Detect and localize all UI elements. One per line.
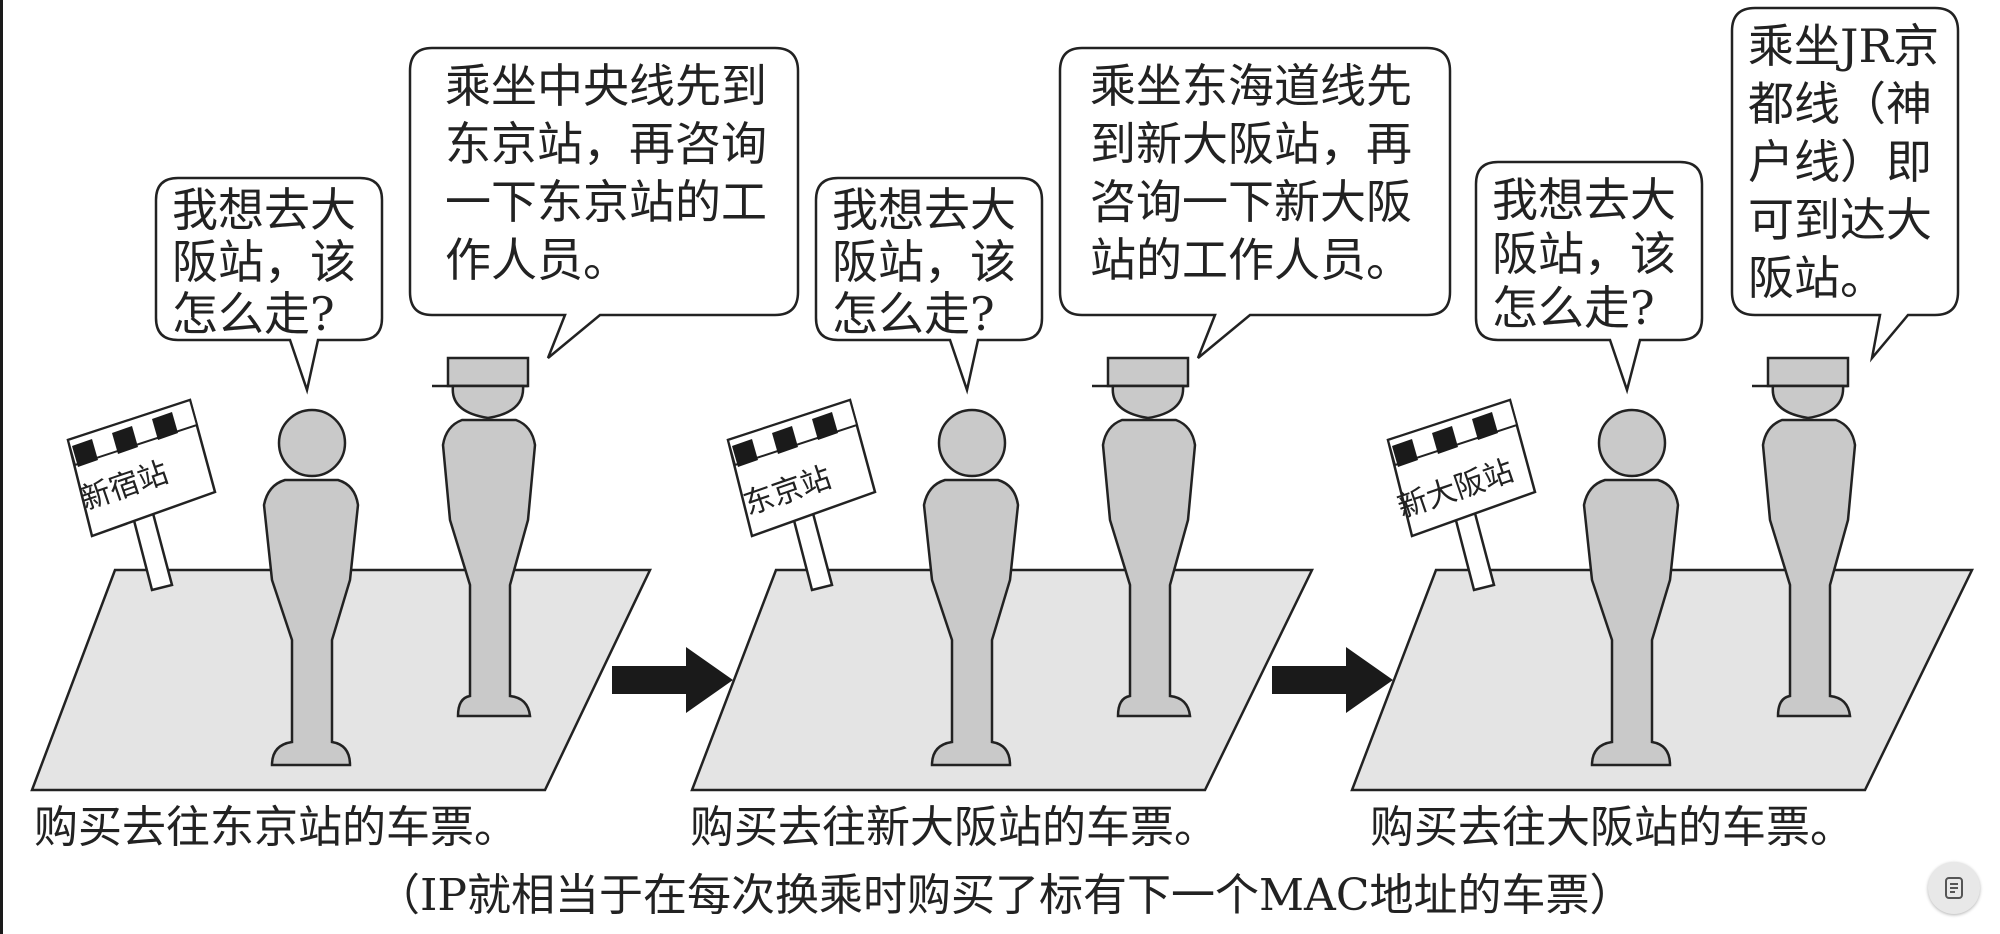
traveler-speech-3-line-3: 怎么走?: [1492, 281, 1655, 335]
right-arrow-icon: [1272, 647, 1393, 713]
staff-speech-3-line-5: 阪站。: [1748, 251, 1886, 305]
traveler-speech-2-line-3: 怎么走?: [832, 287, 995, 341]
scene-1: 新宿站 我想去大 阪站，该 怎么走? 乘坐中央线先到 东京站，再咨询 一下东京站…: [30, 46, 800, 853]
staff-speech-bubble-3: 乘坐JR京 都线（神 户线）即 可到达大 阪站。: [1730, 6, 1960, 363]
staff-speech-bubble-1: 乘坐中央线先到 东京站，再咨询 一下东京站的工 作人员。: [408, 46, 800, 359]
staff-speech-2-line-2: 到新大阪站，再: [1090, 117, 1412, 171]
traveler-figure-1: [262, 408, 360, 767]
staff-speech-2-line-3: 咨询一下新大阪: [1090, 175, 1412, 229]
traveler-figure-3: [1582, 408, 1680, 767]
caption-2: 购买去往新大阪站的车票。: [690, 802, 1218, 853]
document-menu-icon: [1945, 877, 1963, 899]
traveler-speech-bubble-1: 我想去大 阪站，该 怎么走?: [154, 176, 384, 395]
station-sign-2: 东京站: [726, 398, 877, 592]
staff-speech-3-line-1: 乘坐JR京: [1748, 19, 1939, 73]
caption-1: 购买去往东京站的车票。: [34, 802, 518, 853]
staff-speech-1-line-3: 一下东京站的工: [445, 175, 767, 229]
traveler-speech-3-line-1: 我想去大: [1492, 173, 1676, 227]
staff-speech-2-line-4: 站的工作人员。: [1090, 233, 1412, 287]
staff-speech-1-line-4: 作人员。: [445, 233, 629, 287]
staff-figure-2: [1092, 356, 1197, 718]
staff-speech-3-line-4: 可到达大: [1748, 193, 1932, 247]
station-sign-1: 新宿站: [66, 398, 217, 592]
staff-speech-1-line-1: 乘坐中央线先到: [445, 59, 767, 113]
traveler-speech-3-line-2: 阪站，该: [1492, 227, 1676, 281]
staff-speech-bubble-2: 乘坐东海道线先 到新大阪站，再 咨询一下新大阪 站的工作人员。: [1058, 46, 1452, 359]
staff-figure-1: [432, 356, 537, 718]
right-arrow-icon: [612, 647, 733, 713]
traveler-speech-1-line-2: 阪站，该: [172, 235, 356, 289]
scene-3: 新大阪站 我想去大 阪站，该 怎么走? 乘坐JR京 都线（神 户线）即 可到达大…: [1350, 6, 1974, 853]
staff-speech-2-line-1: 乘坐东海道线先: [1090, 59, 1412, 113]
traveler-speech-1-line-3: 怎么走?: [172, 287, 335, 341]
document-menu-button[interactable]: [1928, 862, 1980, 914]
left-edge-bar: [0, 0, 3, 934]
staff-figure-3: [1752, 356, 1857, 718]
traveler-figure-2: [922, 408, 1020, 767]
traveler-speech-2-line-1: 我想去大: [832, 183, 1016, 237]
traveler-speech-2-line-2: 阪站，该: [832, 235, 1016, 289]
traveler-speech-1-line-1: 我想去大: [172, 183, 356, 237]
staff-speech-3-line-2: 都线（神: [1748, 77, 1932, 131]
staff-speech-3-line-3: 户线）即: [1748, 135, 1932, 189]
station-sign-3: 新大阪站: [1386, 398, 1537, 592]
traveler-speech-bubble-2: 我想去大 阪站，该 怎么走?: [814, 176, 1044, 395]
scene-2: 东京站 我想去大 阪站，该 怎么走? 乘坐东海道线先 到新大阪站，再 咨询一下新…: [690, 46, 1452, 853]
bottom-note: （IP就相当于在每次换乘时购买了标有下一个MAC地址的车票）: [376, 870, 1633, 921]
caption-3: 购买去往大阪站的车票。: [1370, 802, 1854, 853]
staff-speech-1-line-2: 东京站，再咨询: [445, 117, 767, 171]
traveler-speech-bubble-3: 我想去大 阪站，该 怎么走?: [1474, 160, 1704, 395]
